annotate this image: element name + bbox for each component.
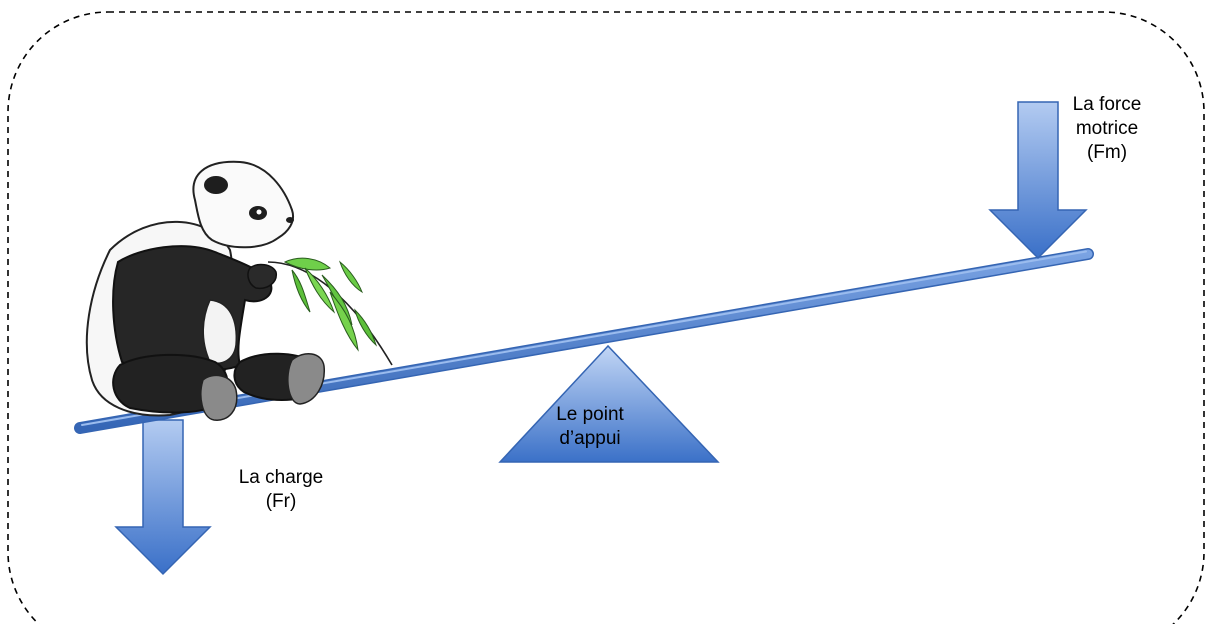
panda-illustration <box>85 160 393 421</box>
force-motrice-line-1: La force <box>1072 94 1142 115</box>
charge-line-2: (Fr) <box>265 491 297 512</box>
force-motrice-label: La force motrice (Fm) <box>1046 93 1168 165</box>
point-appui-line-2: d’appui <box>559 428 621 449</box>
force-motrice-arrow <box>988 101 1088 260</box>
fulcrum-triangle <box>498 344 720 463</box>
force-motrice-line-3: (Fm) <box>1086 142 1128 163</box>
force-motrice-line-2: motrice <box>1075 118 1139 139</box>
charge-label: La charge (Fr) <box>206 466 356 514</box>
charge-line-1: La charge <box>238 467 324 488</box>
dashed-frame <box>7 11 1205 624</box>
charge-arrow <box>114 419 212 576</box>
point-appui-label: Le point d’appui <box>540 403 640 451</box>
point-appui-line-1: Le point <box>556 404 624 425</box>
